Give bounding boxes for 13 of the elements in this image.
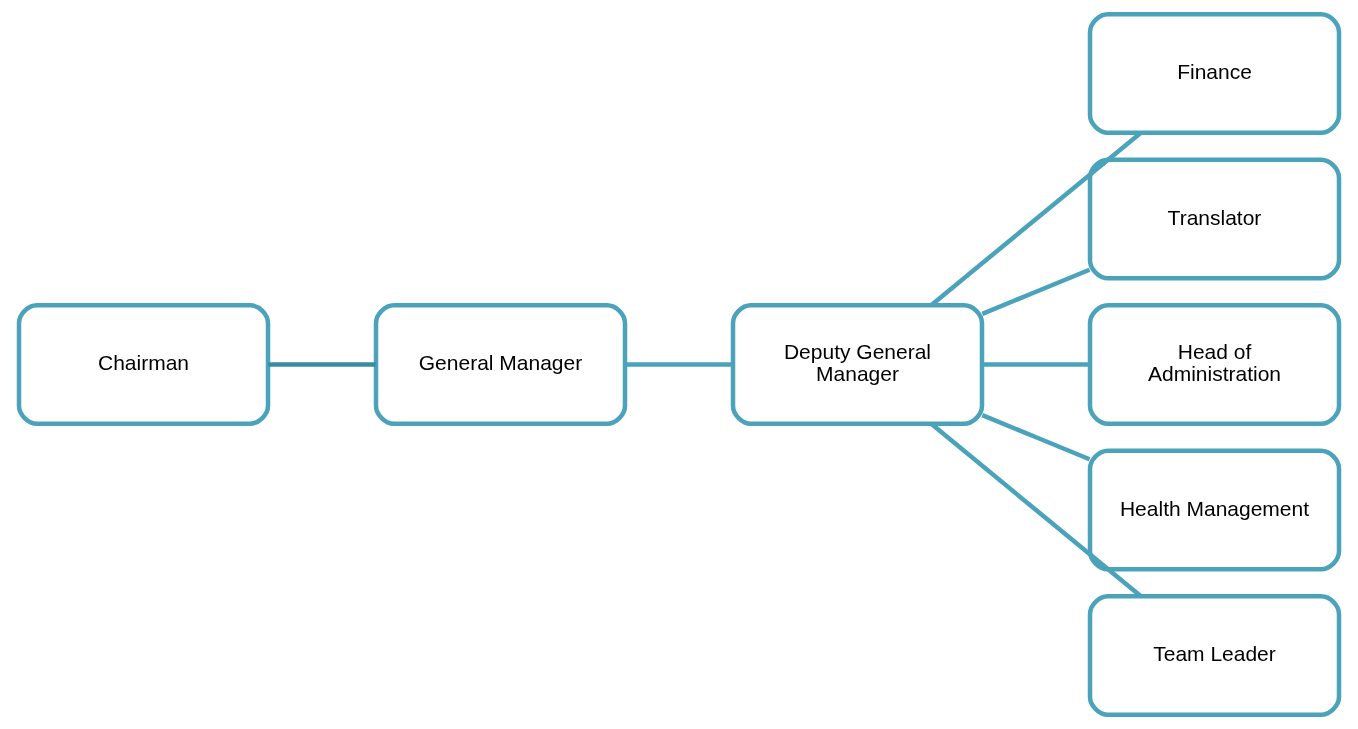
connector (625, 362, 733, 367)
connector (268, 362, 376, 367)
node-box: Translator (1087, 157, 1342, 281)
connector (981, 413, 1091, 462)
connector (982, 362, 1090, 367)
connector (981, 267, 1091, 316)
node-box: General Manager (373, 303, 628, 426)
node-box: Finance (1087, 12, 1342, 135)
node-box: Head of Administration (1087, 303, 1342, 426)
node-box: Chairman (16, 303, 271, 426)
node-box: Deputy General Manager (730, 303, 985, 426)
node-box: Team Leader (1087, 594, 1342, 717)
node-box: Health Management (1087, 448, 1342, 572)
